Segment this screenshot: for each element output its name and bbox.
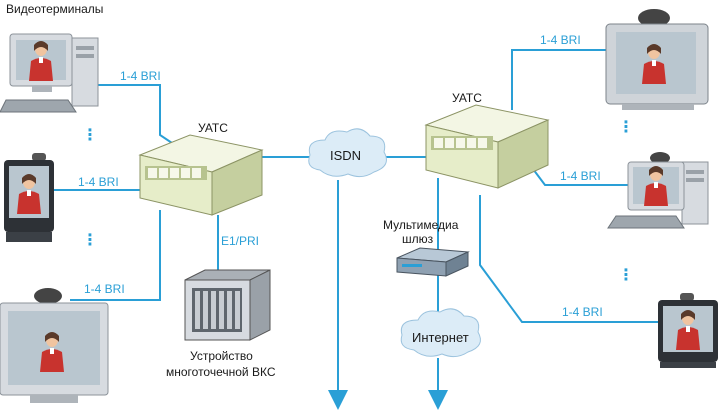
- link-large-pbx-left: [70, 210, 161, 301]
- label-mcu-line1: Устройство: [190, 349, 253, 363]
- isdn-cloud: [308, 128, 387, 178]
- large-display-terminal-left: [0, 288, 109, 403]
- label-bri-left-1: 1-4 BRI: [120, 69, 161, 83]
- pc-terminal-left-top: [0, 33, 99, 113]
- dots-right-2: ⋮: [618, 267, 634, 284]
- label-mcu-line2: многоточечной ВКС: [166, 365, 276, 379]
- multimedia-gateway: [396, 247, 470, 277]
- links: [52, 49, 658, 410]
- label-pbx-right: УАТС: [452, 91, 482, 105]
- label-gateway-line2: шлюз: [402, 232, 434, 246]
- labels: Видеотерминалы УАТС УАТС ISDN Интернет E…: [6, 2, 603, 379]
- label-bri-left-2: 1-4 BRI: [78, 175, 119, 189]
- label-bri-left-3: 1-4 BRI: [84, 282, 125, 296]
- mcu-device: [184, 269, 271, 341]
- label-e1pri: E1/PRI: [221, 234, 259, 248]
- label-bri-right-3: 1-4 BRI: [562, 305, 603, 319]
- link-pbx-right-pc: [529, 164, 628, 186]
- pbx-right: [424, 104, 550, 189]
- dots-left-2: ⋮: [82, 232, 98, 249]
- tv-terminal-right-top: [605, 9, 709, 110]
- dots-left-1: ⋮: [82, 127, 98, 144]
- label-bri-right-2: 1-4 BRI: [560, 169, 601, 183]
- label-pbx-left: УАТС: [198, 121, 228, 135]
- label-bri-right-1: 1-4 BRI: [540, 33, 581, 47]
- pbx-left: [138, 134, 264, 216]
- label-videoterminals: Видеотерминалы: [6, 2, 103, 16]
- link-pbx-right-tv3: [479, 195, 658, 323]
- label-gateway-line1: Мультимедиа: [383, 218, 459, 232]
- pc-terminal-right: [607, 152, 709, 229]
- link-pbx-right-tv1: [511, 49, 608, 110]
- label-isdn: ISDN: [330, 148, 361, 163]
- link-pc1-pbx-left: [80, 84, 176, 146]
- tv-terminal-right-bottom: [658, 293, 718, 368]
- dots-right-1: ⋮: [618, 119, 634, 136]
- label-internet: Интернет: [412, 330, 469, 345]
- tv-terminal-left: [4, 153, 54, 242]
- internet-cloud: [400, 308, 481, 358]
